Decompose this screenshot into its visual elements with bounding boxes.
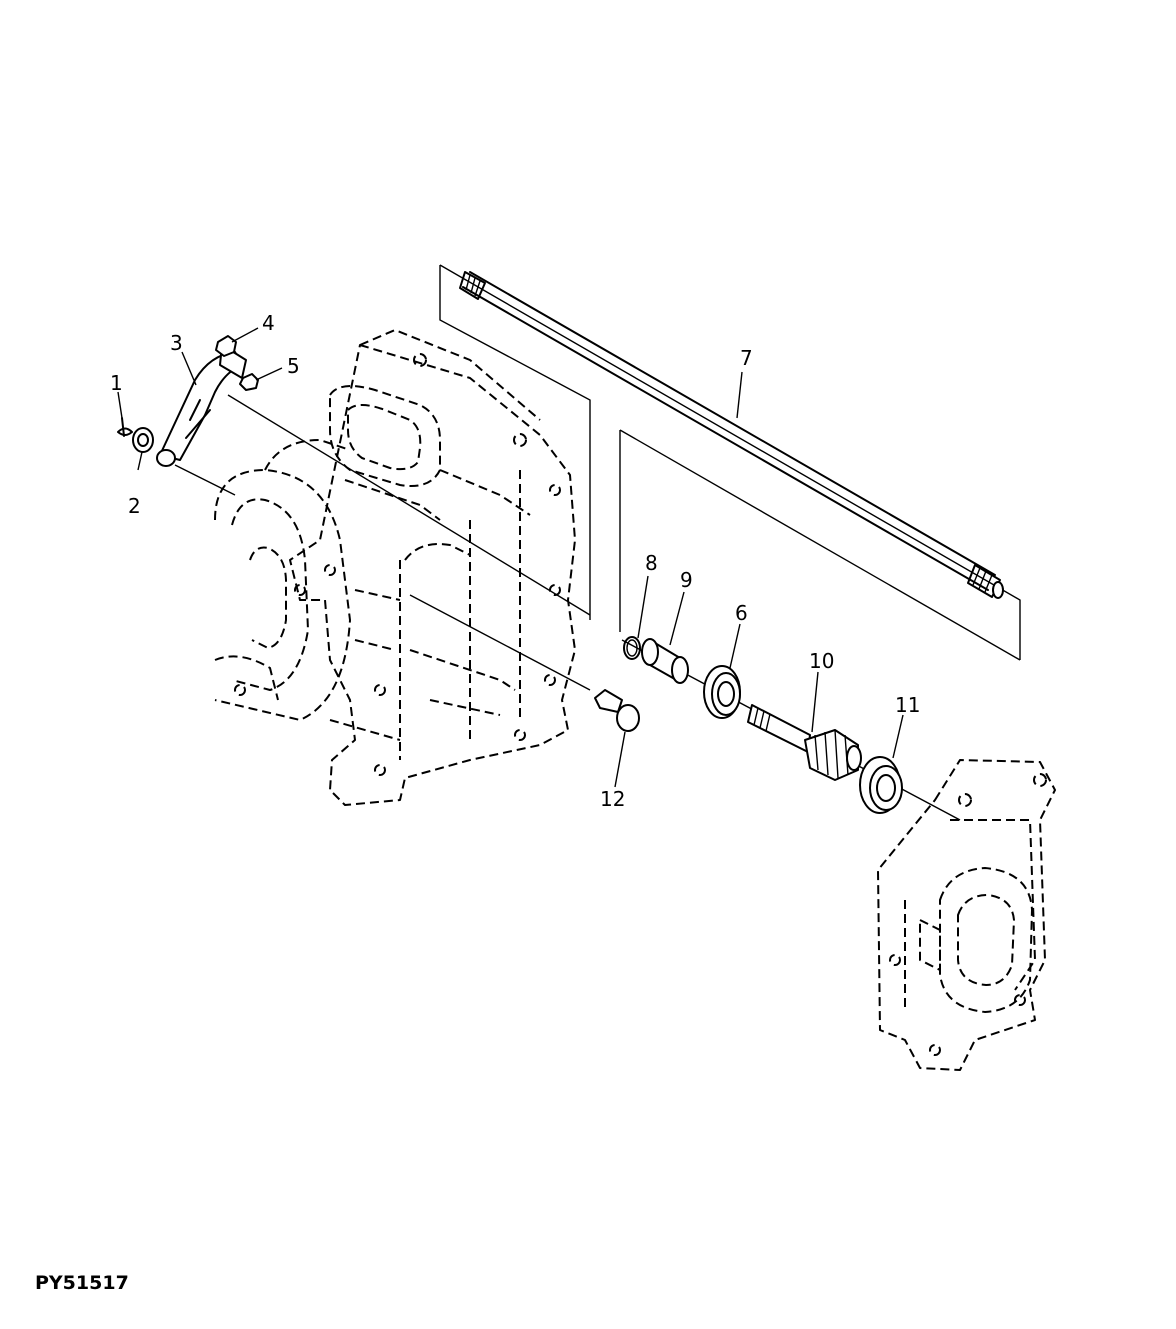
callout-11: 11 [895,693,920,717]
callout-5: 5 [287,354,300,378]
leader-lines [117,327,904,788]
callout-7: 7 [740,346,753,370]
callout-labels: 1 2 3 4 5 6 7 8 9 10 11 12 [110,311,920,811]
rear-cover-phantom [877,759,1056,1071]
callout-3: 3 [170,331,183,355]
callout-2: 2 [128,494,141,518]
pin-and-washer [117,417,154,453]
bearing-stack [621,636,961,821]
locating-pin [409,594,640,732]
callout-6: 6 [735,601,748,625]
callout-8: 8 [645,551,658,575]
callout-12: 12 [600,787,625,811]
figure-id: PY51517 [35,1272,129,1294]
transmission-housing-phantom [214,329,576,806]
shift-fork-assembly [156,335,591,616]
callout-9: 9 [680,568,693,592]
callout-4: 4 [262,311,275,335]
callout-10: 10 [809,649,834,673]
callout-1: 1 [110,371,123,395]
drive-shaft [439,264,1021,661]
